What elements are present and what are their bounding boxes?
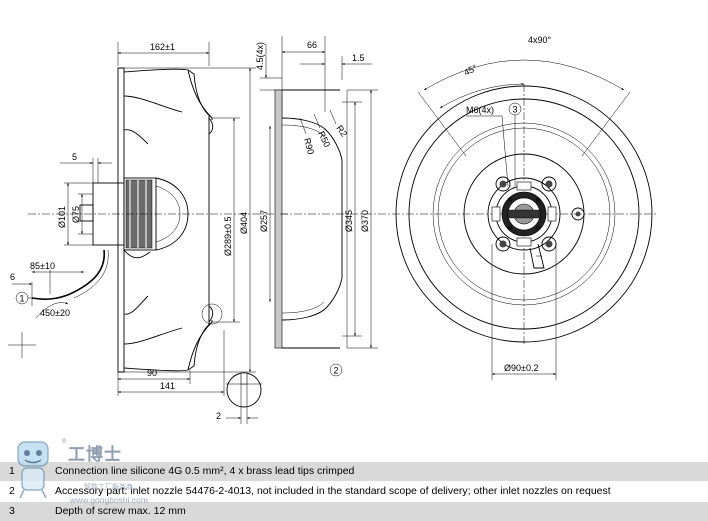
marker-3: 3 <box>513 105 518 115</box>
note-text: Connection line silicone 4G 0.5 mm², 4 x… <box>55 465 355 477</box>
dim-450: 450±20 <box>40 308 70 318</box>
note-number: 1 <box>9 465 15 477</box>
dim-4-5: 4.5(4x) <box>255 42 265 70</box>
dim-66: 66 <box>307 40 317 50</box>
front-view: 4x90° 45° M6(4x) 3 <box>392 35 656 380</box>
dim-75: Ø75 <box>71 206 81 223</box>
dim-45: 45° <box>462 62 479 77</box>
dim-85: 85±10 <box>30 261 55 271</box>
note-number: 3 <box>9 505 15 517</box>
dim-4x90: 4x90° <box>528 35 552 45</box>
note-row: 1 Connection line silicone 4G 0.5 mm², 4… <box>0 461 708 481</box>
dim-1-5: 1.5 <box>352 53 365 63</box>
dim-370: Ø370 <box>360 210 370 232</box>
dim-6: 6 <box>10 272 15 282</box>
note-row: 2 Accessory part: inlet nozzle 54476-2-4… <box>0 481 708 501</box>
dim-90: 90 <box>147 368 157 378</box>
dim-r50: R50 <box>316 130 332 149</box>
side-view: 162±1 5 <box>8 42 290 424</box>
dim-141: 141 <box>160 381 175 391</box>
dim-101: Ø101 <box>57 206 67 228</box>
marker-2: 2 <box>334 366 339 376</box>
dim-m6: M6(4x) <box>466 105 494 115</box>
dim-5: 5 <box>72 152 77 162</box>
dim-r90: R90 <box>302 137 316 156</box>
note-number: 2 <box>9 485 15 497</box>
nozzle-section: 66 1.5 4.5(4x) R90 R50 R2 Ø257 <box>255 36 392 377</box>
note-text: Depth of screw max. 12 mm <box>55 505 186 517</box>
technical-drawing: 162±1 5 <box>8 35 656 424</box>
note-row: 3 Depth of screw max. 12 mm <box>0 501 708 521</box>
notes-table: 1 Connection line silicone 4G 0.5 mm², 4… <box>0 461 708 521</box>
dim-345: Ø345 <box>344 210 354 232</box>
dim-404: Ø404 <box>239 212 249 234</box>
dim-2: 2 <box>216 411 221 421</box>
dim-289: Ø289±0.5 <box>223 217 233 256</box>
marker-1: 1 <box>20 294 25 304</box>
dim-90bc: Ø90±0.2 <box>504 363 538 373</box>
note-text: Accessory part: inlet nozzle 54476-2-401… <box>55 485 611 497</box>
dim-162: 162±1 <box>150 42 175 52</box>
dim-257: Ø257 <box>259 210 269 232</box>
